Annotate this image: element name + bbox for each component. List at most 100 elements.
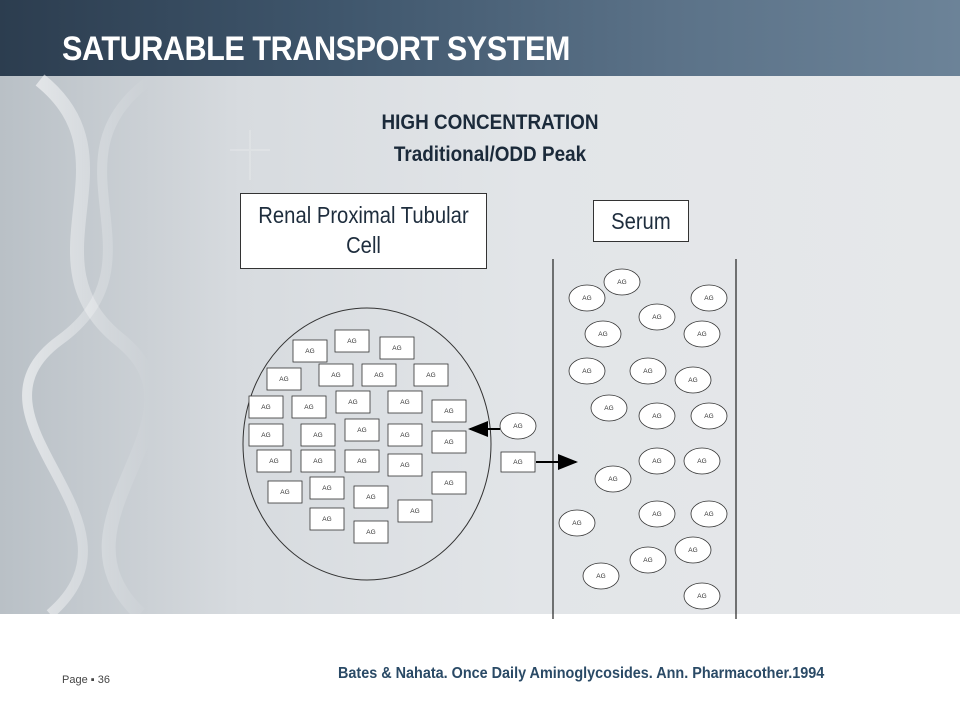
svg-text:AG: AG (582, 368, 591, 375)
svg-text:AG: AG (704, 295, 713, 302)
svg-text:AG: AG (617, 279, 626, 286)
cell-ag-molecule: AG (379, 336, 415, 360)
cell-ag-molecule: AG (309, 507, 345, 531)
slide-title: SATURABLE TRANSPORT SYSTEM (62, 30, 570, 68)
cell-ag-molecule: AG (344, 418, 380, 442)
transporter-in-molecule: AG (499, 412, 537, 440)
reference-citation: Bates & Nahata. Once Daily Aminoglycosid… (338, 665, 825, 682)
cell-ag-molecule: AG (344, 449, 380, 473)
svg-text:AG: AG (688, 547, 697, 554)
svg-text:AG: AG (261, 404, 270, 411)
serum-ag-molecule: AG (638, 402, 676, 430)
serum-molecules: AG AG AG AG AG AG AG AG AG AG AG AG AG AG AG AG AG AG AG AG… (558, 268, 728, 610)
svg-text:AG: AG (366, 529, 375, 536)
cell-ag-molecule: AG (353, 520, 389, 544)
header-band (0, 0, 960, 76)
transporter-out-molecule: AG (500, 451, 536, 473)
cell-ag-molecule: AG (387, 390, 423, 414)
svg-text:AG: AG (392, 345, 401, 352)
cell-ag-molecule: AG (248, 395, 284, 419)
serum-label-box: Serum (593, 200, 689, 242)
svg-text:AG: AG (366, 494, 375, 501)
serum-ag-molecule: AG (638, 303, 676, 331)
cell-ag-molecule: AG (387, 423, 423, 447)
cell-ag-molecule: AG (431, 430, 467, 454)
svg-text:AG: AG (704, 511, 713, 518)
serum-ag-molecule: AG (690, 500, 728, 528)
svg-text:AG: AG (400, 399, 409, 406)
cell-ag-molecule: AG (248, 423, 284, 447)
cell-label: Renal Proximal Tubular Cell (258, 202, 469, 258)
cell-ag-molecule: AG (267, 480, 303, 504)
svg-text:AG: AG (261, 432, 270, 439)
serum-ag-molecule: AG (584, 320, 622, 348)
serum-ag-molecule: AG (683, 447, 721, 475)
cell-ag-molecule: AG (334, 329, 370, 353)
content-band (0, 76, 960, 614)
svg-text:AG: AG (410, 508, 419, 515)
svg-text:AG: AG (331, 372, 340, 379)
cell-molecules: AG AG AG AG AG AG AG AG AG AG AG AG AG AG AG AG AG AG AG AG… (248, 329, 467, 544)
subtitle-line2: Traditional/ODD Peak (393, 143, 587, 166)
svg-text:AG: AG (643, 368, 652, 375)
serum-ag-molecule: AG (629, 357, 667, 385)
cell-ag-molecule: AG (300, 449, 336, 473)
svg-text:AG: AG (643, 557, 652, 564)
svg-text:AG: AG (652, 413, 661, 420)
svg-text:AG: AG (652, 314, 661, 321)
cell-ag-molecule: AG (291, 395, 327, 419)
cell-ag-molecule: AG (387, 453, 423, 477)
serum-ag-molecule: AG (674, 536, 712, 564)
svg-text:AG: AG (652, 511, 661, 518)
page-number: Page ▪ 36 (62, 674, 110, 686)
serum-ag-molecule: AG (638, 500, 676, 528)
serum-ag-molecule: AG (603, 268, 641, 296)
svg-text:AG: AG (322, 485, 331, 492)
svg-text:AG: AG (444, 480, 453, 487)
svg-text:AG: AG (305, 348, 314, 355)
svg-text:AG: AG (400, 432, 409, 439)
subtitle-line1: HIGH CONCENTRATION (381, 111, 599, 134)
svg-text:AG: AG (598, 331, 607, 338)
serum-ag-molecule: AG (683, 320, 721, 348)
serum-ag-molecule: AG (590, 394, 628, 422)
cell-ag-molecule: AG (266, 367, 302, 391)
svg-text:AG: AG (313, 458, 322, 465)
serum-ag-molecule: AG (683, 582, 721, 610)
transporter-group: AG AG (468, 412, 578, 473)
svg-text:AG: AG (608, 476, 617, 483)
svg-text:AG: AG (280, 489, 289, 496)
serum-ag-molecule: AG (638, 447, 676, 475)
serum-ag-molecule: AG (558, 509, 596, 537)
svg-text:AG: AG (313, 432, 322, 439)
svg-text:AG: AG (357, 427, 366, 434)
svg-text:AG: AG (347, 338, 356, 345)
cell-ag-molecule: AG (397, 499, 433, 523)
cell-membrane (242, 307, 492, 581)
svg-text:AG: AG (688, 377, 697, 384)
svg-text:AG: AG (604, 405, 613, 412)
svg-text:AG: AG (374, 372, 383, 379)
cell-ag-molecule: AG (256, 449, 292, 473)
serum-label: Serum (611, 208, 671, 234)
cell-label-box: Renal Proximal Tubular Cell (240, 193, 487, 269)
svg-text:AG: AG (704, 413, 713, 420)
svg-text:AG: AG (348, 399, 357, 406)
serum-ag-molecule: AG (690, 402, 728, 430)
cell-ag-molecule: AG (335, 390, 371, 414)
serum-ag-molecule: AG (582, 562, 620, 590)
cell-ag-molecule: AG (353, 485, 389, 509)
cell-ag-molecule: AG (431, 471, 467, 495)
svg-text:AG: AG (697, 331, 706, 338)
svg-text:AG: AG (400, 462, 409, 469)
serum-ag-molecule: AG (568, 284, 606, 312)
svg-text:AG: AG (322, 516, 331, 523)
serum-ag-molecule: AG (629, 546, 667, 574)
serum-ag-molecule: AG (568, 357, 606, 385)
serum-ag-molecule: AG (594, 465, 632, 493)
svg-text:AG: AG (697, 458, 706, 465)
svg-text:AG: AG (596, 573, 605, 580)
serum-ag-molecule: AG (674, 366, 712, 394)
